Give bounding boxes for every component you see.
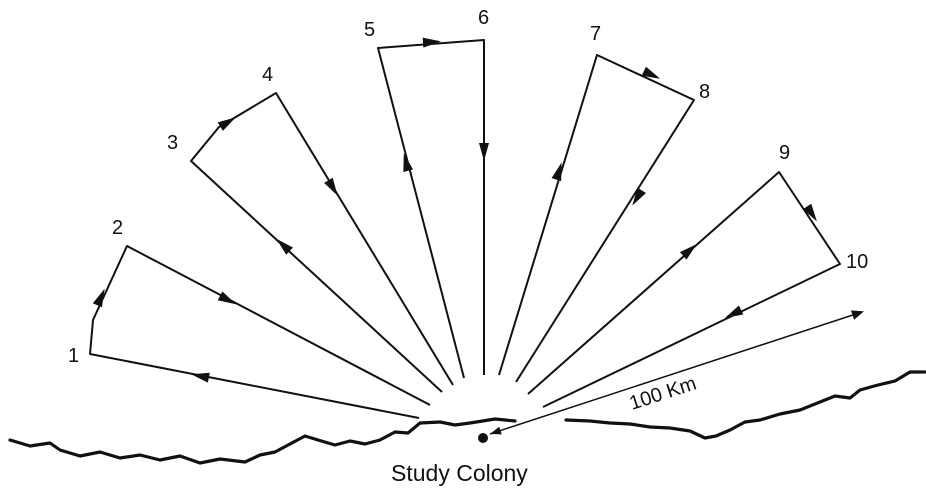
arrow-icon bbox=[490, 426, 502, 435]
site-label-10: 10 bbox=[846, 251, 868, 273]
scale-bar: 100 Km bbox=[489, 310, 864, 435]
scale-arrow bbox=[489, 310, 864, 435]
site-label-7: 7 bbox=[590, 23, 601, 45]
colony-label: Study Colony bbox=[391, 460, 528, 486]
arrow-icon bbox=[551, 162, 562, 182]
site-label-4: 4 bbox=[262, 64, 273, 86]
route-5-6 bbox=[377, 39, 485, 379]
arrow-icon bbox=[191, 372, 210, 383]
arrow-icon bbox=[217, 291, 236, 305]
route-9-10 bbox=[527, 171, 841, 408]
site-label-8: 8 bbox=[699, 81, 710, 103]
site-label-1: 1 bbox=[68, 345, 79, 367]
arrow-icon bbox=[802, 203, 817, 222]
arrow-icon bbox=[324, 177, 338, 196]
arrow-icon bbox=[641, 66, 661, 79]
arrow-icon bbox=[217, 117, 236, 131]
site-label-3: 3 bbox=[167, 132, 178, 154]
arrow-icon bbox=[403, 153, 414, 172]
route-3-4 bbox=[190, 92, 454, 393]
arrow-icon bbox=[479, 143, 489, 161]
site-label-9: 9 bbox=[779, 142, 790, 164]
arrow-icon bbox=[724, 305, 744, 318]
arrow-icon bbox=[679, 244, 697, 260]
coastline-right bbox=[564, 370, 926, 440]
site-label-2: 2 bbox=[112, 217, 123, 239]
site-label-5: 5 bbox=[364, 19, 375, 41]
scale-label: 100 Km bbox=[627, 373, 699, 415]
arrow-icon bbox=[632, 187, 647, 206]
route-1-2 bbox=[89, 245, 431, 419]
coastline-left bbox=[8, 417, 517, 465]
arrow-icon bbox=[92, 288, 105, 308]
route-7-8 bbox=[498, 54, 695, 383]
site-label-6: 6 bbox=[478, 7, 489, 29]
arrow-icon bbox=[276, 238, 293, 255]
site-labels: 1 2 3 4 5 6 7 8 9 10 bbox=[68, 7, 868, 367]
direction-arrows bbox=[92, 37, 817, 383]
colony-marker bbox=[478, 433, 488, 443]
arrow-icon bbox=[422, 37, 441, 48]
